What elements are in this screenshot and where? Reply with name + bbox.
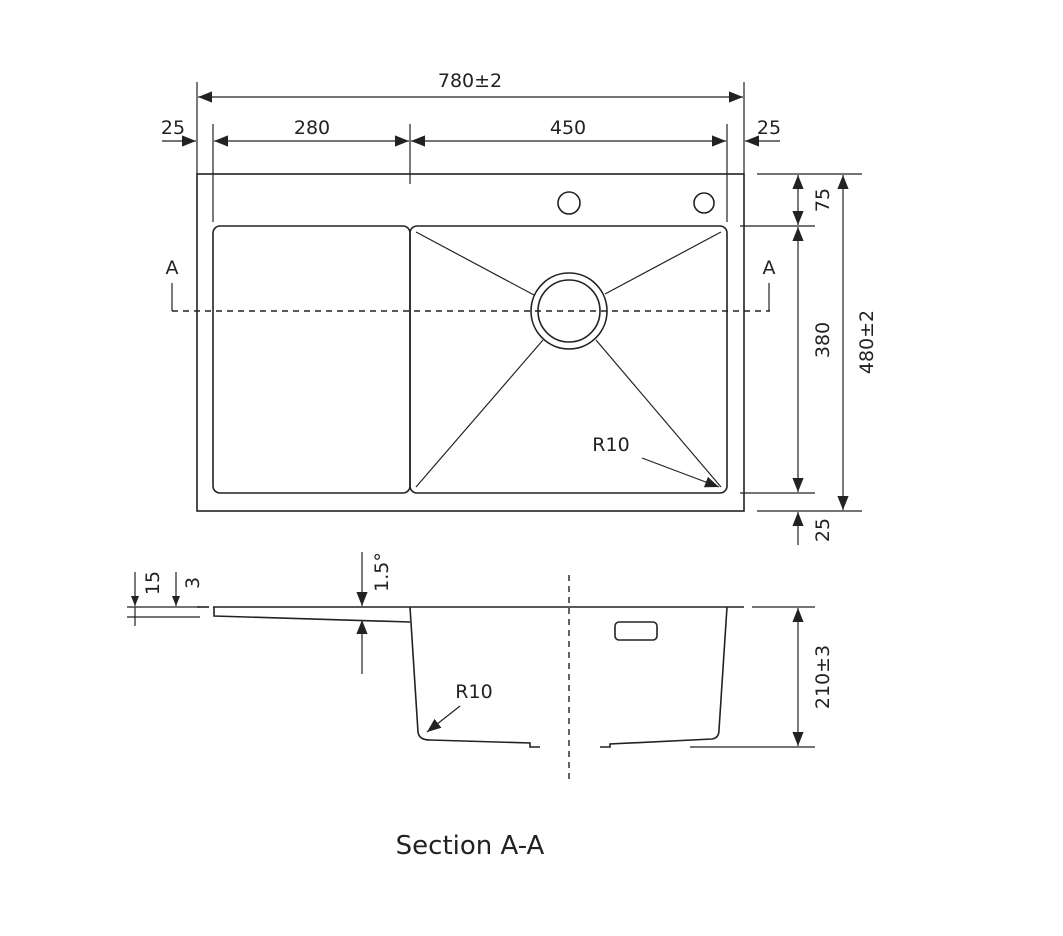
section-mark-left: A: [166, 257, 179, 279]
bowl-length-label: 380: [812, 322, 834, 358]
plan-view: 780±2 25 280 450 25: [161, 70, 878, 545]
flange-height-label: 15: [142, 571, 164, 595]
section-radius-arrow: [426, 705, 461, 733]
tap-hole-2: [693, 192, 715, 214]
section-profile: [197, 606, 744, 748]
corner-radius-label: R10: [592, 434, 629, 456]
tap-hole: [557, 191, 581, 215]
overall-length-label: 480±2: [856, 310, 878, 374]
bowl-width-label: 450: [550, 117, 586, 139]
bowl-slope-lines: [415, 231, 722, 488]
sheet-thickness-label: 3: [182, 577, 204, 589]
overflow-slot: [614, 621, 658, 641]
segment-dimensions: 25 280 450 25: [161, 117, 781, 222]
sink-outline: [196, 173, 745, 512]
left-margin-label: 25: [161, 117, 185, 139]
section-view: 15 3 1.5° R10 210±3 Section A-A: [127, 552, 834, 861]
bowl-depth-dimension: 210±3: [690, 606, 834, 748]
overall-width-label: 780±2: [438, 70, 502, 92]
drainboard-width-label: 280: [294, 117, 330, 139]
right-margin-label: 25: [757, 117, 781, 139]
bowl: [409, 225, 728, 494]
bottom-margin-label: 25: [812, 518, 834, 542]
slope-angle-label: 1.5°: [371, 552, 393, 592]
section-mark-right: A: [763, 257, 776, 279]
flange-dimensions: 15 3: [127, 571, 204, 626]
right-dimensions: 75 380 480±2 25: [740, 173, 878, 545]
drainboard: [212, 225, 411, 494]
top-margin-label: 75: [812, 188, 834, 212]
section-line: A A: [166, 257, 776, 312]
overall-width-dimension: 780±2: [196, 70, 745, 174]
slope-angle-dimension: 1.5°: [356, 552, 393, 674]
corner-radius-arrow: [641, 457, 720, 488]
section-title: Section A-A: [396, 831, 545, 861]
section-radius-label: R10: [455, 681, 492, 703]
bowl-depth-label: 210±3: [812, 645, 834, 709]
